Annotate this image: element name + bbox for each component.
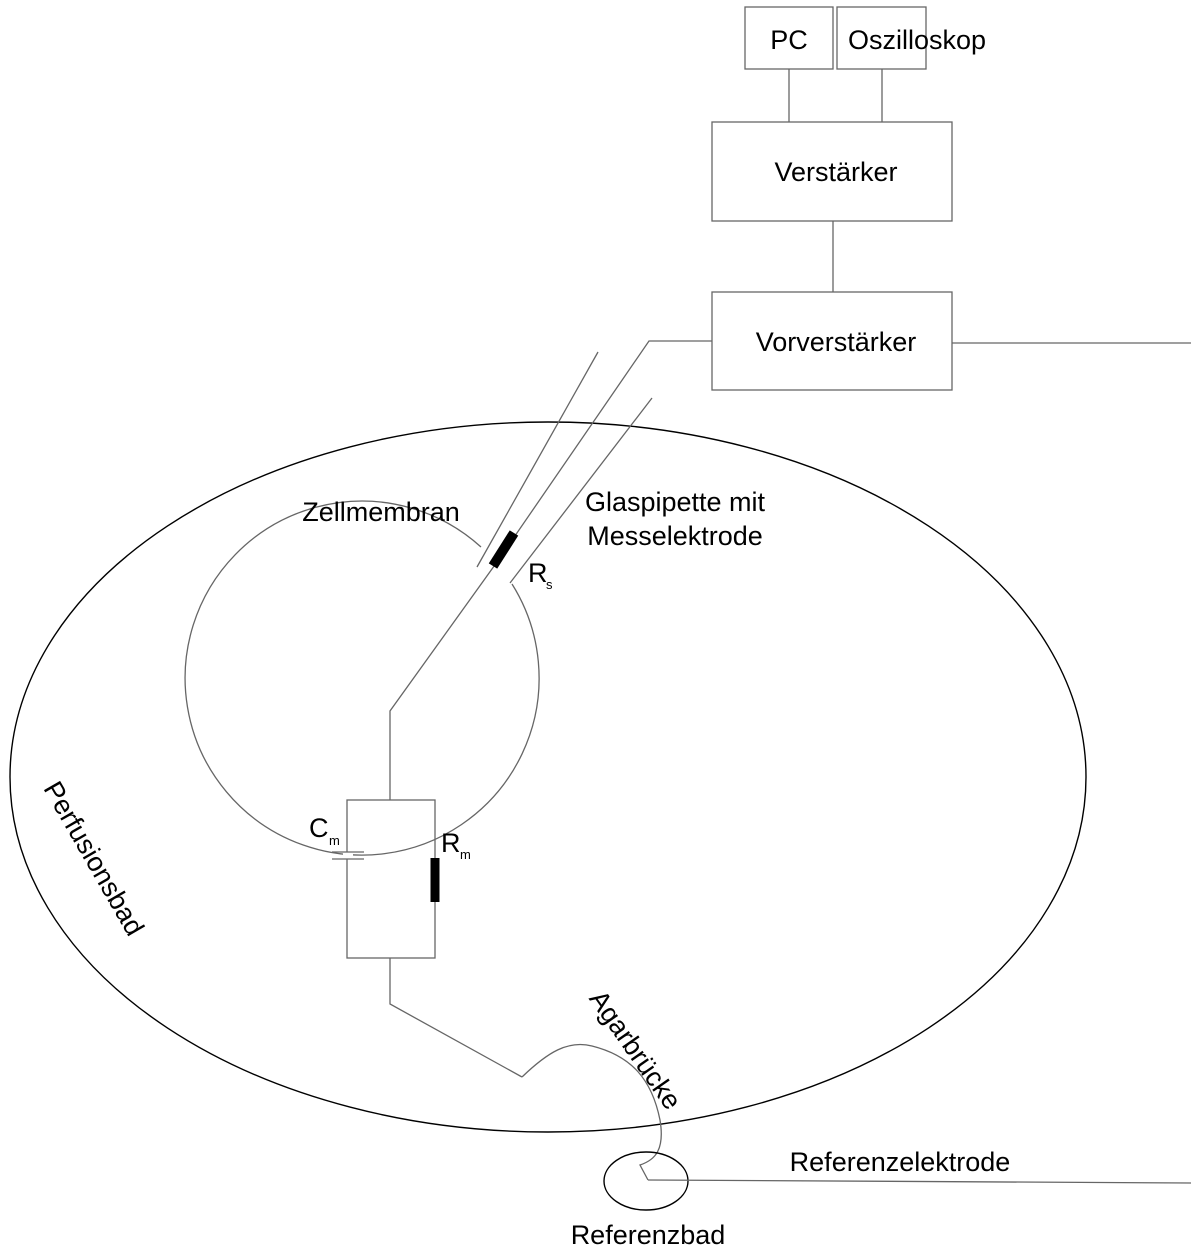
rs-subscript: s [546, 577, 553, 592]
rs-main: R [528, 558, 548, 588]
pipette-wall-left [476, 351, 599, 568]
membrane-rc-box [346, 799, 436, 959]
cm-symbol: C m [309, 813, 340, 848]
pc-box: PC [744, 6, 834, 70]
oscilloscope-box: Oszilloskop [836, 6, 986, 70]
reference-bath-label: Referenzbad [571, 1220, 726, 1249]
rs-resistor [488, 530, 519, 569]
rc-to-agar-wire [389, 958, 523, 1078]
cm-subscript: m [329, 833, 340, 848]
reference-bath-ellipse [603, 1151, 689, 1211]
agar-bridge-curve [521, 1043, 662, 1181]
rm-main: R [441, 828, 461, 858]
pipette-label-line1: Glaspipette mit [585, 487, 766, 517]
pipette-wall-right [509, 397, 653, 584]
preamplifier-label: Vorverstärker [756, 327, 917, 357]
oscilloscope-label: Oszilloskop [848, 25, 986, 55]
rm-symbol: R m [441, 828, 471, 862]
amplifier-box: Verstärker [711, 121, 953, 222]
agar-bridge-label: Agarbrücke [583, 985, 687, 1115]
cm-gap-mask [343, 852, 353, 859]
pc-label: PC [770, 25, 808, 55]
rs-symbol: R s [528, 558, 553, 592]
cm-main: C [309, 813, 329, 843]
preamplifier-box: Vorverstärker [711, 291, 953, 391]
cell-membrane-circle [184, 500, 540, 856]
perfusion-bath-label: Perfusionsbad [38, 776, 150, 940]
measuring-electrode-wire [389, 340, 712, 800]
cell-membrane-label: Zellmembran [302, 497, 460, 527]
perfusion-bath-ellipse [9, 421, 1087, 1133]
reference-electrode-label: Referenzelektrode [790, 1147, 1011, 1177]
pipette-label-line2: Messelektrode [587, 521, 763, 551]
amplifier-label: Verstärker [774, 157, 897, 187]
rm-subscript: m [460, 847, 471, 862]
reference-electrode-wire [647, 1179, 1191, 1184]
